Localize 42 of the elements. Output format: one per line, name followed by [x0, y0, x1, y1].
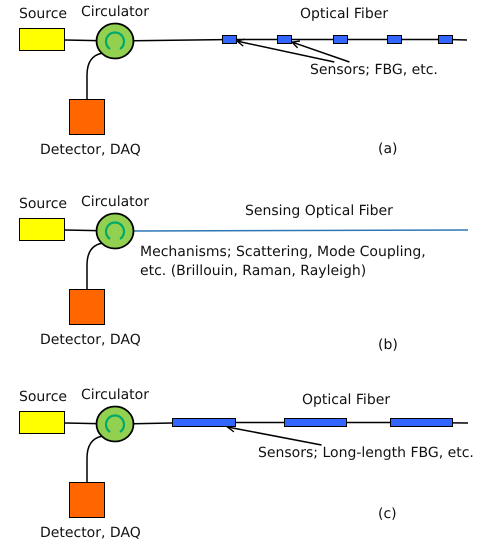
sensor-block — [222, 35, 237, 44]
fiber-label: Sensing Optical Fiber — [245, 203, 393, 220]
component-label: Circulator — [80, 4, 150, 21]
callout-text: Sensors; FBG, etc. — [310, 62, 438, 79]
component-label: Source — [18, 6, 68, 23]
mechanism-note: Mechanisms; Scattering, Mode Coupling, etc. (Brillouin, Raman, Rayleigh) — [140, 243, 427, 281]
fiber-line — [347, 422, 390, 424]
fiber-line — [292, 38, 333, 40]
fiber-line — [86, 52, 102, 99]
fiber-label: Optical Fiber — [300, 6, 388, 23]
fiber-line — [133, 422, 172, 424]
sensor-block — [333, 35, 348, 44]
component-label: Source — [18, 196, 68, 213]
sensor-block — [277, 35, 292, 44]
fiber-line — [133, 38, 222, 42]
sensor-block — [387, 35, 402, 44]
fiber-line — [452, 38, 468, 41]
component-label: Source — [18, 389, 68, 406]
fiber-line — [86, 436, 102, 482]
component-label: Circulator — [80, 194, 150, 211]
fiber-line — [86, 242, 102, 289]
fiber-line — [64, 39, 97, 42]
panel-label: (c) — [378, 506, 397, 523]
panel-label: (a) — [378, 141, 398, 158]
sensor-block — [438, 35, 453, 44]
panel-label: (b) — [378, 337, 398, 354]
fiber-label: Optical Fiber — [302, 392, 390, 409]
fiber-line — [348, 38, 387, 40]
sensor-block — [284, 418, 347, 427]
leader-arrow — [291, 40, 350, 63]
fiber-line — [453, 422, 468, 424]
leader-arrow — [236, 38, 334, 63]
fiber-line — [134, 229, 468, 232]
fiber-line — [236, 422, 284, 424]
fiber-line — [237, 38, 277, 40]
fiber-line — [64, 229, 97, 232]
sensor-block — [172, 418, 236, 427]
fiber-line — [64, 422, 97, 424]
component-label: Circulator — [80, 387, 150, 404]
fiber-line — [402, 38, 438, 40]
callout-text: Sensors; Long-length FBG, etc. — [258, 445, 474, 462]
sensor-block — [390, 418, 453, 427]
